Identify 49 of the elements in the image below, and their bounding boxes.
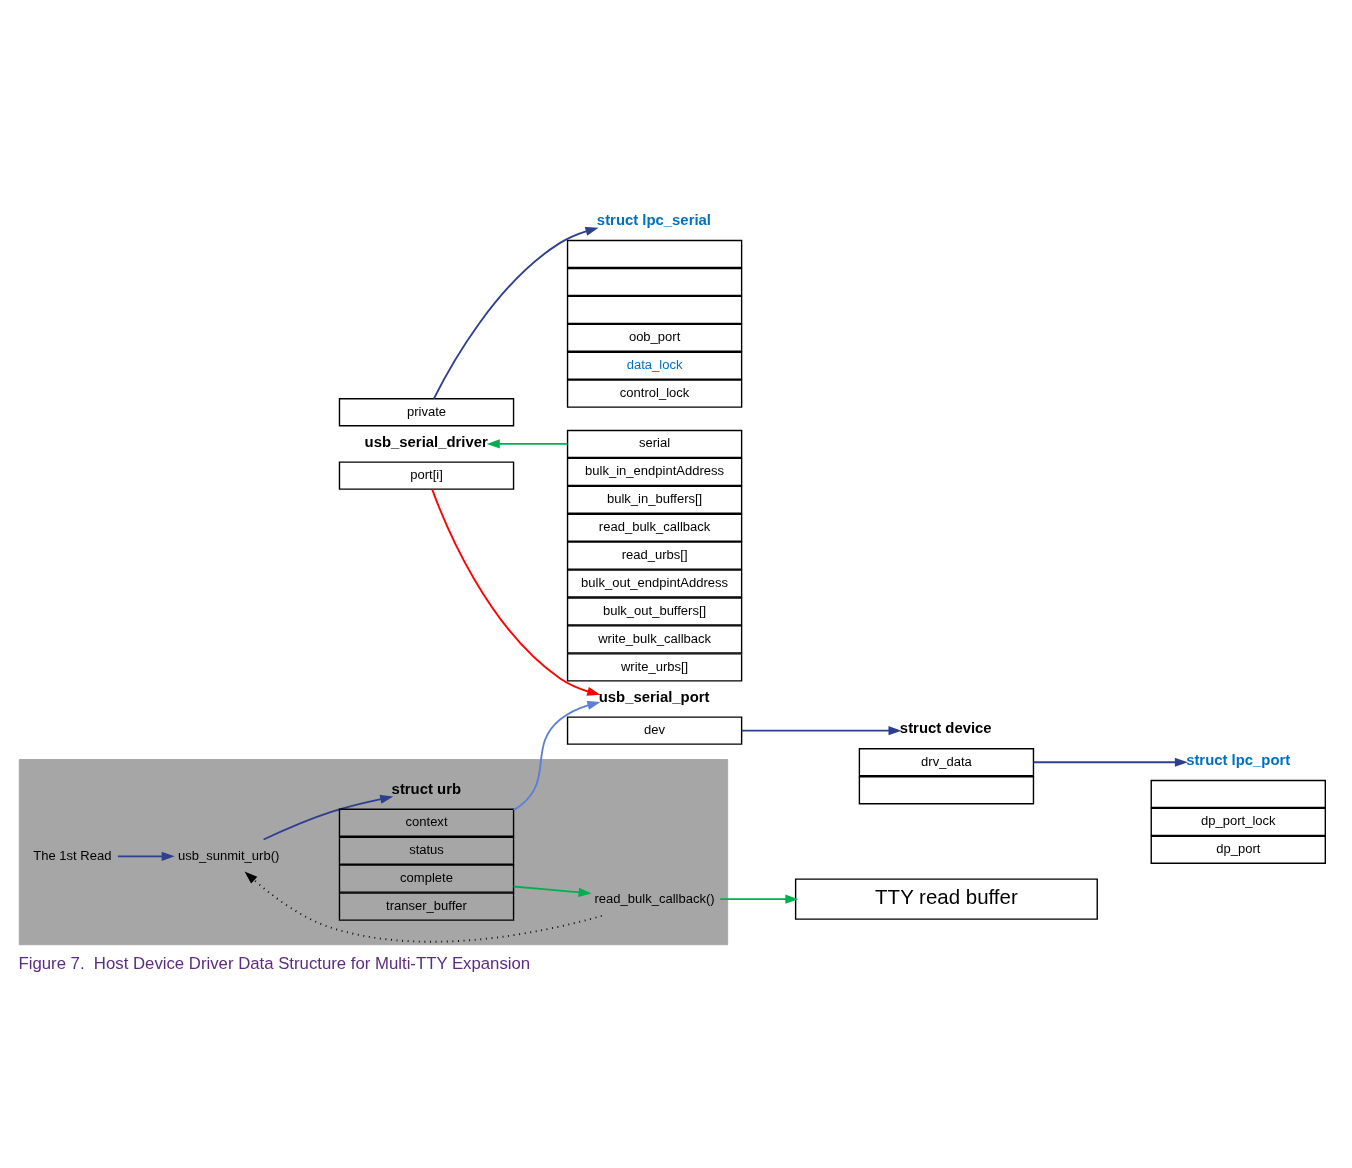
arrow <box>117 851 175 861</box>
node-box <box>566 295 743 324</box>
node-box <box>1150 779 1326 808</box>
arrow <box>262 794 394 840</box>
node-box <box>858 775 1035 804</box>
node-box: transer_buffer <box>338 891 515 921</box>
arrow <box>431 487 601 696</box>
node-box: read_bulk_callback <box>566 513 743 542</box>
arrow <box>512 700 601 811</box>
node-box: drv_data <box>858 747 1035 776</box>
arrow <box>486 438 569 448</box>
node-text: struct lpc_port <box>1186 751 1291 768</box>
node-box: write_bulk_callback <box>566 624 743 654</box>
node-box: status <box>338 836 515 865</box>
node-text: usb_sunmit_urb() <box>178 847 280 863</box>
node-box <box>566 239 743 268</box>
node-box: bulk_in_endpintAddress <box>566 457 743 486</box>
node-box: dp_port_lock <box>1150 807 1326 836</box>
node-box: control_lock <box>566 378 743 408</box>
node-text: struct urb <box>391 780 462 797</box>
node-box: private <box>338 397 515 426</box>
node-box: write_urbs[] <box>566 652 743 682</box>
node-text: usb_serial_driver <box>364 433 488 450</box>
node-box: TTY read buffer <box>794 877 1098 920</box>
node-box: oob_port <box>566 323 743 352</box>
node-box: complete <box>338 863 515 893</box>
node-box: port[i] <box>338 460 515 490</box>
node-box <box>566 267 743 296</box>
arrow <box>432 226 599 400</box>
arrow <box>1032 757 1188 767</box>
arrow <box>719 894 799 904</box>
node-text: read_bulk_callback() <box>594 890 715 906</box>
node-box: bulk_out_buffers[] <box>566 596 743 626</box>
node-box: serial <box>566 429 743 458</box>
caption: Figure 7. Host Device Driver Data Structure for Multi-TTY Expansion <box>18 953 531 973</box>
node-box: dp_port <box>1150 835 1326 864</box>
node-box: bulk_out_endpintAddress <box>566 568 743 598</box>
arrow <box>740 725 902 735</box>
node-box: read_urbs[] <box>566 540 743 570</box>
node-text: usb_serial_port <box>598 688 710 705</box>
node-text: struct lpc_serial <box>596 211 711 228</box>
arrow <box>244 870 603 943</box>
node-box: bulk_in_buffers[] <box>566 485 743 514</box>
node-box: context <box>338 808 515 837</box>
node-text: The 1st Read <box>33 847 112 863</box>
arrow <box>512 885 592 897</box>
node-text: struct device <box>899 719 992 736</box>
node-box: data_lock <box>566 351 743 380</box>
node-box: dev <box>566 715 743 745</box>
